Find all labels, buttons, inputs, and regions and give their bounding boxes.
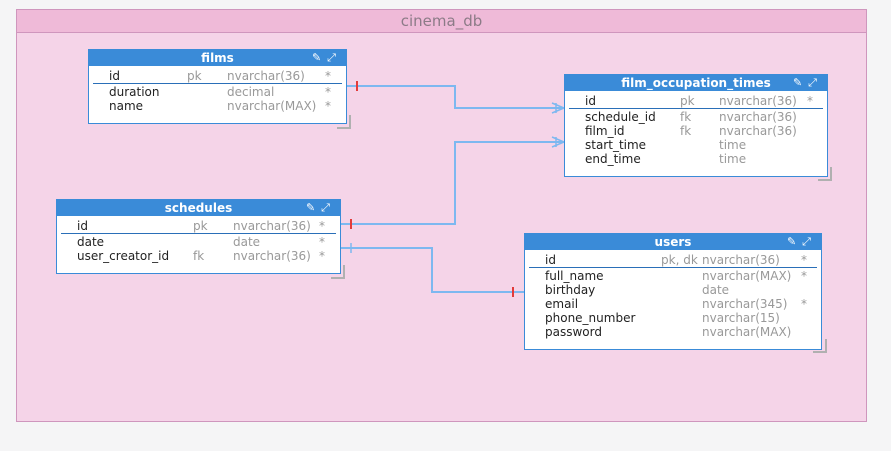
column-row[interactable]: id pk, dk nvarchar(36) *: [529, 253, 817, 268]
column-type: nvarchar(MAX): [702, 325, 792, 339]
table-header[interactable]: schedules ✎⤢: [57, 200, 340, 216]
column-nullable: *: [801, 297, 807, 311]
column-name: film_id: [585, 124, 625, 138]
column-nullable: *: [319, 219, 325, 233]
column-row[interactable]: password nvarchar(MAX): [529, 325, 817, 339]
column-type: nvarchar(36): [719, 110, 797, 124]
column-row[interactable]: date date *: [61, 235, 336, 249]
database-title: cinema_db: [17, 10, 866, 33]
table-films[interactable]: films ✎⤢ id pk nvarchar(36) * duration decima…: [88, 49, 347, 124]
column-name: phone_number: [545, 311, 636, 325]
link-films-to-occupation[interactable]: [347, 85, 564, 109]
column-nullable: *: [801, 269, 807, 283]
column-type: date: [233, 235, 261, 249]
column-list: id pk, dk nvarchar(36) * full_name nvarchar(M…: [525, 250, 821, 343]
link-schedules-to-users[interactable]: [341, 247, 525, 293]
table-title: film_occupation_times: [621, 76, 771, 90]
column-name: email: [545, 297, 579, 311]
column-nullable: *: [325, 85, 331, 99]
column-row[interactable]: film_id fk nvarchar(36): [569, 124, 823, 138]
column-name: id: [109, 69, 120, 83]
column-name: end_time: [585, 152, 641, 166]
table-shadow: [331, 265, 345, 279]
column-key: pk, dk: [661, 253, 698, 267]
column-key: pk: [187, 69, 202, 83]
column-type: nvarchar(36): [719, 94, 797, 108]
column-row[interactable]: id pk nvarchar(36) *: [61, 219, 336, 234]
edit-expand-icons[interactable]: ✎⤢: [311, 51, 342, 64]
table-shadow: [337, 115, 351, 129]
column-name: schedule_id: [585, 110, 656, 124]
column-name: id: [545, 253, 556, 267]
column-name: birthday: [545, 283, 596, 297]
table-header[interactable]: films ✎⤢: [89, 50, 346, 66]
link-schedules-to-occupation[interactable]: [341, 141, 564, 225]
column-row[interactable]: phone_number nvarchar(15): [529, 311, 817, 325]
column-row[interactable]: full_name nvarchar(MAX) *: [529, 269, 817, 283]
column-row[interactable]: duration decimal *: [93, 85, 342, 99]
table-title: users: [654, 235, 692, 249]
column-row[interactable]: user_creator_id fk nvarchar(36) *: [61, 249, 336, 263]
table-header[interactable]: users ✎⤢: [525, 234, 821, 250]
column-name: name: [109, 99, 144, 113]
table-header[interactable]: film_occupation_times ✎⤢: [565, 75, 827, 91]
column-list: id pk nvarchar(36) * duration decimal * name nva…: [89, 66, 346, 117]
table-shadow: [818, 167, 832, 181]
edit-expand-icons[interactable]: ✎⤢: [305, 201, 336, 214]
column-name: duration: [109, 85, 160, 99]
column-type: date: [702, 283, 730, 297]
column-key: fk: [680, 124, 692, 138]
column-name: user_creator_id: [77, 249, 170, 263]
column-name: id: [585, 94, 596, 108]
column-type: nvarchar(345): [702, 297, 788, 311]
column-key: fk: [193, 249, 205, 263]
column-row[interactable]: name nvarchar(MAX) *: [93, 99, 342, 113]
column-name: id: [77, 219, 88, 233]
column-type: nvarchar(36): [719, 124, 797, 138]
column-type: nvarchar(36): [233, 249, 311, 263]
column-name: date: [77, 235, 105, 249]
column-type: nvarchar(MAX): [702, 269, 792, 283]
column-name: full_name: [545, 269, 604, 283]
column-name: password: [545, 325, 602, 339]
column-nullable: *: [801, 253, 807, 267]
column-type: nvarchar(MAX): [227, 99, 317, 113]
table-film-occupation-times[interactable]: film_occupation_times ✎⤢ id pk nvarchar(36…: [564, 74, 828, 177]
column-nullable: *: [325, 69, 331, 83]
column-type: time: [719, 138, 747, 152]
column-row[interactable]: id pk nvarchar(36) *: [569, 94, 823, 109]
column-key: pk: [193, 219, 208, 233]
column-row[interactable]: email nvarchar(345) *: [529, 297, 817, 311]
column-type: time: [719, 152, 747, 166]
column-row[interactable]: start_time time: [569, 138, 823, 152]
column-name: start_time: [585, 138, 647, 152]
column-key: fk: [680, 110, 692, 124]
column-row[interactable]: schedule_id fk nvarchar(36): [569, 110, 823, 124]
edit-expand-icons[interactable]: ✎⤢: [792, 76, 823, 89]
column-type: nvarchar(36): [702, 253, 780, 267]
column-nullable: *: [319, 235, 325, 249]
column-row[interactable]: end_time time: [569, 152, 823, 166]
table-shadow: [813, 339, 827, 353]
table-title: films: [201, 51, 234, 65]
column-key: pk: [680, 94, 695, 108]
column-type: nvarchar(15): [702, 311, 780, 325]
column-type: nvarchar(36): [227, 69, 305, 83]
column-nullable: *: [319, 249, 325, 263]
edit-expand-icons[interactable]: ✎⤢: [786, 235, 817, 248]
column-type: nvarchar(36): [233, 219, 311, 233]
column-nullable: *: [325, 99, 331, 113]
column-type: decimal: [227, 85, 275, 99]
column-row[interactable]: birthday date: [529, 283, 817, 297]
column-row[interactable]: id pk nvarchar(36) *: [93, 69, 342, 84]
column-nullable: *: [807, 94, 813, 108]
table-title: schedules: [164, 201, 233, 215]
